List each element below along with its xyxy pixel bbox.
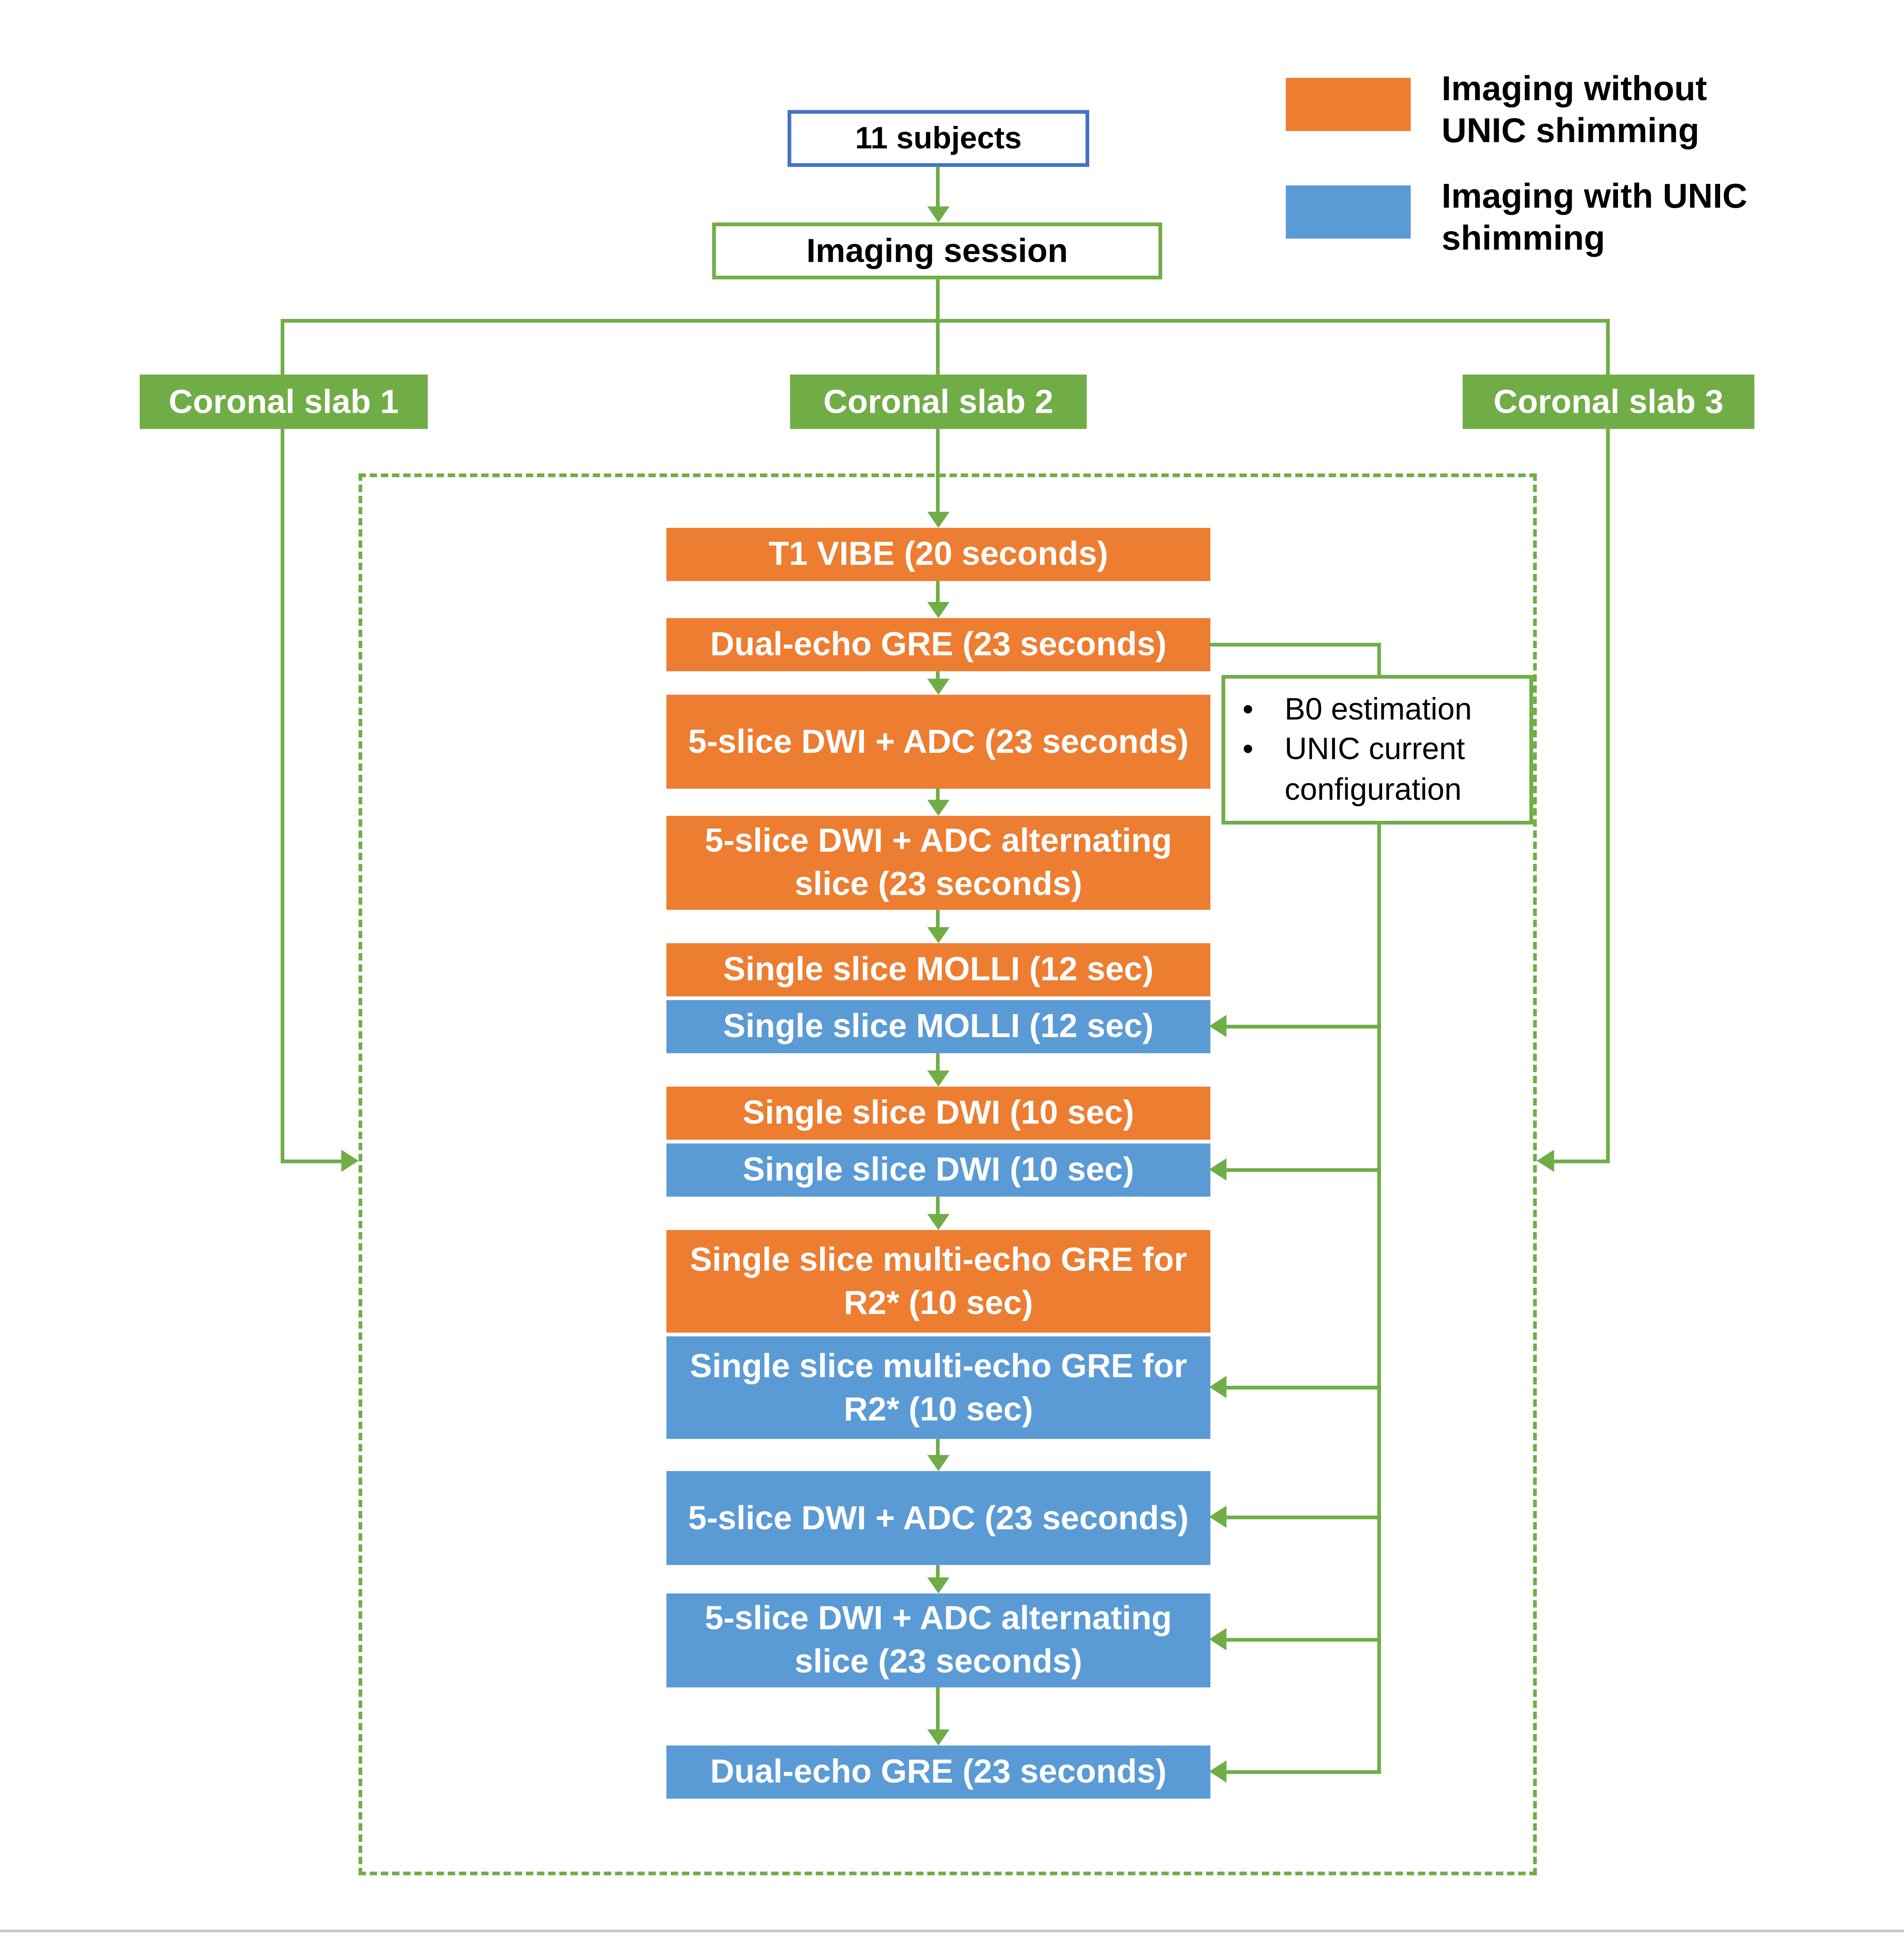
arrowhead-into-session (927, 206, 950, 223)
arrowhead-f11-f12 (927, 1729, 950, 1746)
connector-f11-f12 (936, 1687, 940, 1731)
connector-f3-f4 (936, 909, 940, 929)
arrowhead-f7-f8 (927, 1214, 950, 1230)
b0-bullet-2: • UNIC current configuration (1242, 729, 1517, 810)
legend-swatch-with-unic (1286, 185, 1411, 239)
arrowhead-to-molli-with (1209, 1015, 1227, 1038)
connector-f10-f11 (936, 1565, 940, 1579)
protocol-dashed-region (358, 473, 1537, 1876)
connector-slab3-vertical (1606, 429, 1610, 1161)
arrowhead-to-5slice-with (1209, 1506, 1227, 1528)
bullet-icon: • (1242, 692, 1254, 727)
arrowhead-f0-f1 (927, 602, 950, 618)
arrowhead-f9-f10 (927, 1455, 950, 1471)
connector-f7-f8 (936, 1196, 940, 1215)
connector-subjects-session (936, 167, 940, 208)
legend-label-with-unic: Imaging with UNIC shimming (1441, 177, 1748, 257)
flow-box-5slice-dwi-adc-with: 5-slice DWI + ADC (23 seconds) (666, 1471, 1211, 1565)
connector-slab2-protocol (936, 429, 940, 512)
connector-slab1-vertical (280, 429, 285, 1161)
arrowhead-f3-f4 (927, 927, 950, 943)
branch-to-dwi-with (1226, 1168, 1381, 1172)
branch-to-molli-with (1226, 1025, 1381, 1029)
flow-box-5slice-dwi-adc-alt-without: 5-slice DWI + ADC alternating slice (23 … (666, 816, 1211, 910)
arrowhead-into-t1-vibe (927, 511, 950, 528)
arrowhead-to-5slice-alt-with (1209, 1628, 1227, 1651)
flow-box-dual-echo-gre-with: Dual-echo GRE (23 seconds) (666, 1745, 1211, 1799)
flow-box-t1-vibe: T1 VIBE (20 seconds) (666, 528, 1211, 581)
legend-label-without-unic: Imaging without UNIC shimming (1441, 69, 1707, 150)
connector-slab3-horizontal (1554, 1160, 1610, 1163)
flow-box-5slice-dwi-adc-alt-with: 5-slice DWI + ADC alternating slice (23 … (666, 1593, 1211, 1687)
branch-horizontal-line (282, 319, 1609, 323)
subjects-box: 11 subjects (788, 110, 1090, 167)
arrowhead-to-dual-echo-with (1209, 1760, 1227, 1783)
arrowhead-f2-f3 (927, 800, 950, 816)
flow-box-molli-with: Single slice MOLLI (12 sec) (666, 1000, 1211, 1054)
flow-box-multiecho-gre-without: Single slice multi-echo GRE for R2* (10 … (666, 1230, 1211, 1333)
arrowhead-f1-f2 (927, 678, 950, 695)
branch-to-5slice-with (1226, 1515, 1381, 1520)
branch-drop-slab3 (1606, 319, 1610, 375)
arrowhead-f5-f6 (927, 1070, 950, 1087)
arrowhead-to-multiecho-with (1209, 1376, 1227, 1398)
legend-swatch-without-unic (1286, 78, 1411, 131)
flow-box-dual-echo-gre-without: Dual-echo GRE (23 seconds) (666, 618, 1211, 671)
b0-estimation-box: • B0 estimation • UNIC current configura… (1221, 675, 1533, 825)
connector-gre-to-b0-horizontal (1209, 643, 1381, 647)
connector-f1-f2 (936, 671, 940, 680)
distribution-vertical-line (1377, 824, 1381, 1774)
arrowhead-slab3-into-protocol (1537, 1150, 1554, 1172)
flow-box-dwi-without: Single slice DWI (10 sec) (666, 1086, 1211, 1140)
connector-gre-to-b0-vertical (1377, 643, 1381, 675)
coronal-slab-1-box: Coronal slab 1 (139, 374, 428, 429)
arrowhead-f10-f11 (927, 1577, 950, 1594)
connector-f5-f6 (936, 1053, 940, 1072)
flow-box-5slice-dwi-adc-without: 5-slice DWI + ADC (23 seconds) (666, 694, 1211, 789)
imaging-session-box: Imaging session (712, 222, 1162, 280)
connector-f0-f1 (936, 581, 940, 604)
branch-drop-slab2 (936, 319, 940, 375)
figure-bottom-rule (0, 1930, 1904, 1932)
coronal-slab-3-box: Coronal slab 3 (1463, 374, 1755, 429)
b0-bullet-1: • B0 estimation (1242, 690, 1517, 730)
flow-box-dwi-with: Single slice DWI (10 sec) (666, 1143, 1211, 1197)
flow-box-multiecho-gre-with: Single slice multi-echo GRE for R2* (10 … (666, 1336, 1211, 1439)
bullet-icon: • (1242, 732, 1254, 767)
connector-f9-f10 (936, 1439, 940, 1456)
flow-box-molli-without: Single slice MOLLI (12 sec) (666, 943, 1211, 996)
connector-session-branch (936, 279, 940, 319)
coronal-slab-2-box: Coronal slab 2 (790, 374, 1087, 429)
connector-f2-f3 (936, 788, 940, 801)
arrowhead-slab1-into-protocol (341, 1150, 359, 1172)
connector-slab1-horizontal (280, 1160, 341, 1163)
branch-to-dual-echo-with (1226, 1770, 1381, 1774)
branch-to-multiecho-with (1226, 1385, 1381, 1390)
branch-to-5slice-alt-with (1226, 1638, 1381, 1642)
branch-drop-slab1 (280, 319, 285, 375)
arrowhead-to-dwi-with (1209, 1158, 1227, 1181)
